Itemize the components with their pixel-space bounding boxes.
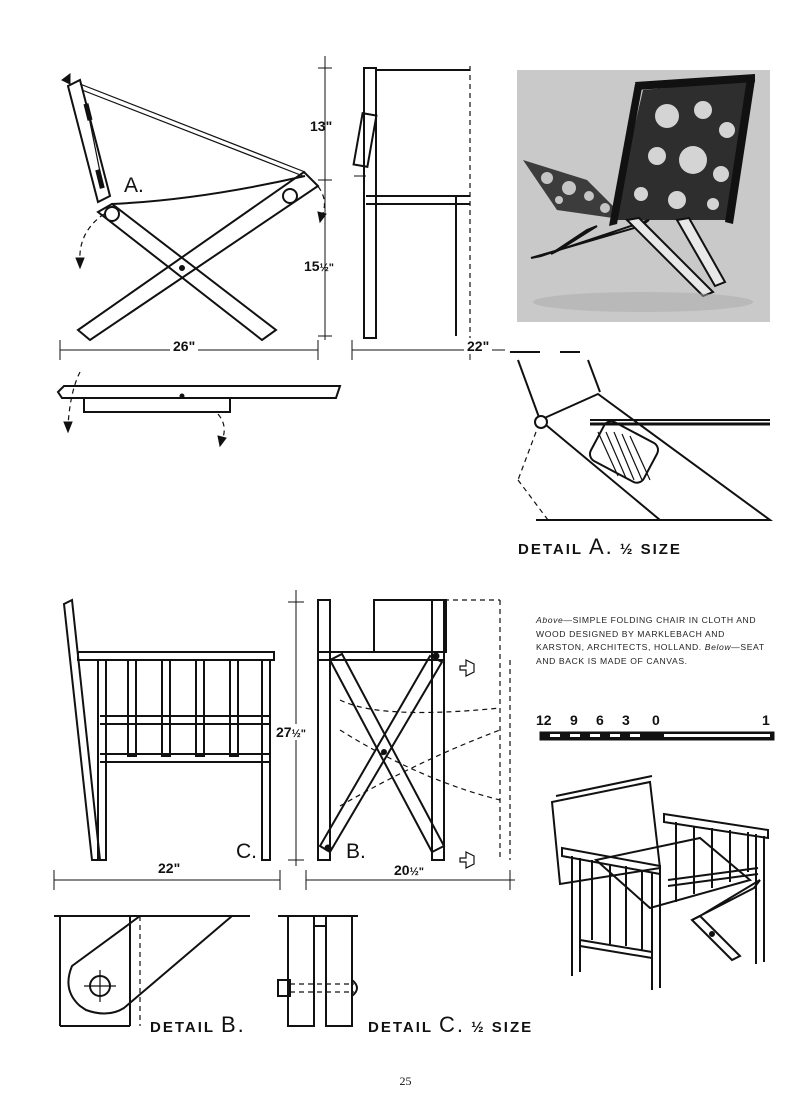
chair-c-side-view [62,598,275,861]
dim-height-c: 27½" [276,724,306,740]
chair-a-front-elevation [352,66,471,340]
dim-height-c-whole: 27 [276,724,292,740]
dim-width-c: 22" [158,860,181,876]
scale-label-1: 1 [762,712,770,728]
detail-b-word: DETAIL [150,1019,215,1036]
detail-c-scale: ½ SIZE [471,1019,534,1036]
dim-depth-a: 26" [170,338,199,354]
detail-c-caption: DETAIL C. ½ SIZE [368,1012,533,1038]
chair-b-side-view [317,599,511,869]
detail-a-scale: ½ SIZE [619,541,682,558]
chair-a-side-elevation [61,73,327,342]
detail-a-word: DETAIL [518,541,583,558]
dim-depth-b: 20½" [394,862,424,878]
detail-c-word: DETAIL [368,1019,433,1036]
detail-c-letter: C. [438,1012,465,1037]
caption-above: Above [536,615,564,625]
label-c: C. [236,840,257,863]
dim-height-seat-whole: 15 [304,258,320,274]
chair-photograph [517,70,770,322]
photo-caption: Above—SIMPLE FOLDING CHAIR IN CLOTH AND … [536,614,776,668]
scale-bar [539,731,775,741]
detail-a-letter: A. [588,534,614,559]
label-a: A. [124,174,144,197]
dim-height-seat: 15½" [304,258,334,274]
caption-below: Below [704,642,732,652]
dim-height-back: 13" [310,118,333,134]
scale-label-6: 6 [596,712,604,728]
caption-text-1: —SIMPLE FOLDING CHAIR IN CLOTH AND WOOD … [536,615,757,652]
dim-height-seat-fraction: ½" [319,262,334,274]
detail-b-caption: DETAIL B. [150,1012,246,1038]
label-b: B. [346,840,366,863]
chair-a-folded-view [56,371,342,448]
chair-perspective-sketch [550,775,769,990]
detail-a-hinge [510,351,774,521]
scale-label-12: 12 [536,712,552,728]
dim-depth-b-whole: 20 [394,862,410,878]
dim-height-c-fraction: ½" [291,728,306,740]
scale-label-3: 3 [622,712,630,728]
detail-c-joint [277,915,358,1027]
detail-b-pivot [54,915,250,1027]
caption-text-2: —SEAT AND BACK IS MADE OF CANVAS. [536,642,765,666]
detail-a-caption: DETAIL A. ½ SIZE [518,534,682,560]
dim-depth-b-fraction: ½" [409,866,424,878]
scale-label-9: 9 [570,712,578,728]
dim-width-side-a: 22" [464,338,493,354]
page-number: 25 [399,1074,412,1088]
detail-b-letter: B. [220,1012,246,1037]
scale-label-0: 0 [652,712,660,728]
photo-illustration [517,70,770,322]
